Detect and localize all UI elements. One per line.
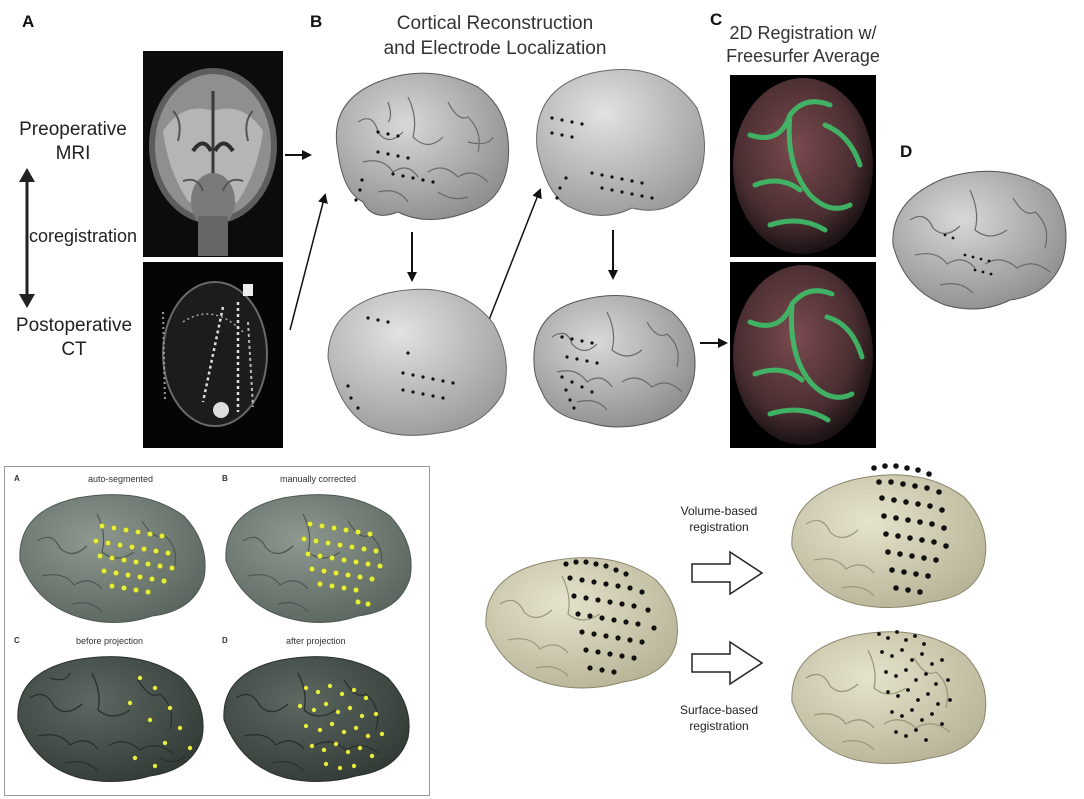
bl-brain-manually-corrected	[225, 494, 412, 624]
bl-brain-auto-segmented	[19, 494, 206, 624]
bl-letter-b: B	[222, 474, 228, 483]
bl-label-before-projection: before projection	[76, 636, 144, 646]
surface-based-label-line2: registration	[689, 719, 749, 734]
hollow-arrow-surface	[691, 640, 764, 686]
bl-label-after-projection: after projection	[286, 636, 346, 646]
bl-letter-c: C	[14, 636, 20, 645]
bl-letter-a: A	[14, 474, 20, 483]
preoperative-mri-image	[143, 51, 283, 257]
postop-label: Postoperative CT	[4, 314, 144, 362]
preop-label-line1: Preoperative	[19, 119, 127, 140]
bl-label-manually-corrected: manually corrected	[280, 474, 357, 484]
panel-b-title-line1: Cortical Reconstruction	[396, 13, 594, 34]
panel-a-letter: A	[22, 12, 35, 31]
panel-c-title-line2: Freesurfer Average	[726, 46, 880, 67]
bl-label-auto-segmented: auto-segmented	[88, 474, 154, 484]
brain-panel-d	[892, 170, 1067, 310]
bl-brain-before-projection	[17, 656, 204, 783]
br-brain-surface-based	[791, 630, 987, 765]
br-brain-volume-based	[791, 463, 987, 609]
postop-label-line1: Postoperative	[15, 315, 133, 336]
panel-c-title: 2D Registration w/ Freesurfer Average	[718, 22, 888, 69]
panel-c-title-line1: 2D Registration w/	[729, 23, 877, 43]
coregistration-double-arrow	[19, 168, 35, 308]
panel-d-letter: D	[900, 142, 913, 161]
brain-smooth-bottom-left	[327, 288, 507, 436]
sphere-image-top	[730, 75, 876, 257]
panel-b-title-line2: and Electrode Localization	[383, 37, 607, 59]
panel-b-title: Cortical Reconstruction and Electrode Lo…	[360, 12, 630, 61]
sphere-image-bottom	[730, 262, 876, 448]
preop-label: Preoperative MRI	[8, 118, 138, 166]
postop-label-line2: CT	[61, 338, 87, 360]
postoperative-ct-image	[143, 262, 283, 448]
hollow-arrow-volume	[691, 550, 764, 596]
coregistration-label: coregistration	[28, 226, 138, 246]
brain-smooth-top-right	[536, 69, 705, 216]
panel-c-letter: C	[710, 10, 723, 29]
volume-based-label-line1: Volume-based	[680, 504, 758, 518]
volume-based-label: Volume-based registration	[664, 503, 774, 535]
brain-folded-top-left	[335, 72, 510, 220]
surface-based-label-line1: Surface-based	[679, 703, 759, 717]
flow-arrows	[285, 150, 728, 348]
br-brain-source	[485, 557, 678, 689]
panel-b-letter: B	[310, 12, 323, 31]
preop-label-line2: MRI	[55, 142, 91, 164]
brain-folded-bottom-right	[533, 295, 696, 428]
arrow-smooth-to-smooth	[486, 188, 542, 326]
arrow-ct-to-brain	[289, 193, 328, 331]
surface-based-label: Surface-based registration	[664, 702, 774, 734]
volume-based-label-line2: registration	[689, 520, 749, 535]
bl-brain-after-projection	[223, 656, 410, 783]
bl-letter-d: D	[222, 636, 228, 645]
